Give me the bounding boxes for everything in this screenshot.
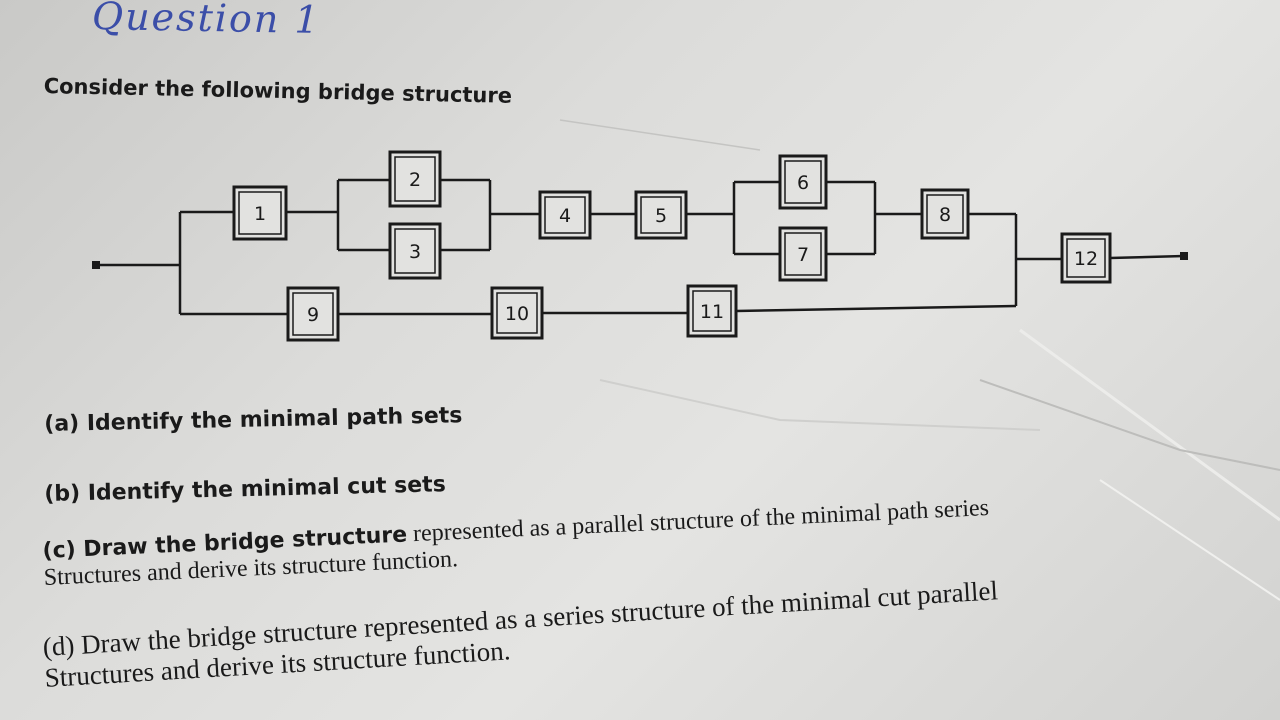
component-label: 1 [254,203,266,225]
component-8: 8 [920,188,970,240]
component-12: 12 [1060,232,1112,284]
component-7: 7 [778,226,828,282]
component-label: 9 [307,304,319,326]
component-10: 10 [490,286,544,340]
component-6: 6 [778,154,828,210]
component-label: 5 [655,205,667,227]
component-11: 11 [686,284,738,338]
component-label: 10 [505,303,529,325]
component-2: 2 [388,150,442,208]
component-label: 3 [409,241,421,263]
component-3: 3 [388,222,442,280]
component-label: 6 [797,172,809,194]
component-label: 7 [797,244,809,266]
component-5: 5 [634,190,688,240]
component-label: 12 [1074,248,1098,270]
component-label: 2 [409,169,421,191]
component-9: 9 [286,286,340,342]
component-4: 4 [538,190,592,240]
component-1: 1 [232,185,288,241]
component-label: 11 [700,301,724,323]
component-label: 8 [939,204,951,226]
component-label: 4 [559,205,571,227]
